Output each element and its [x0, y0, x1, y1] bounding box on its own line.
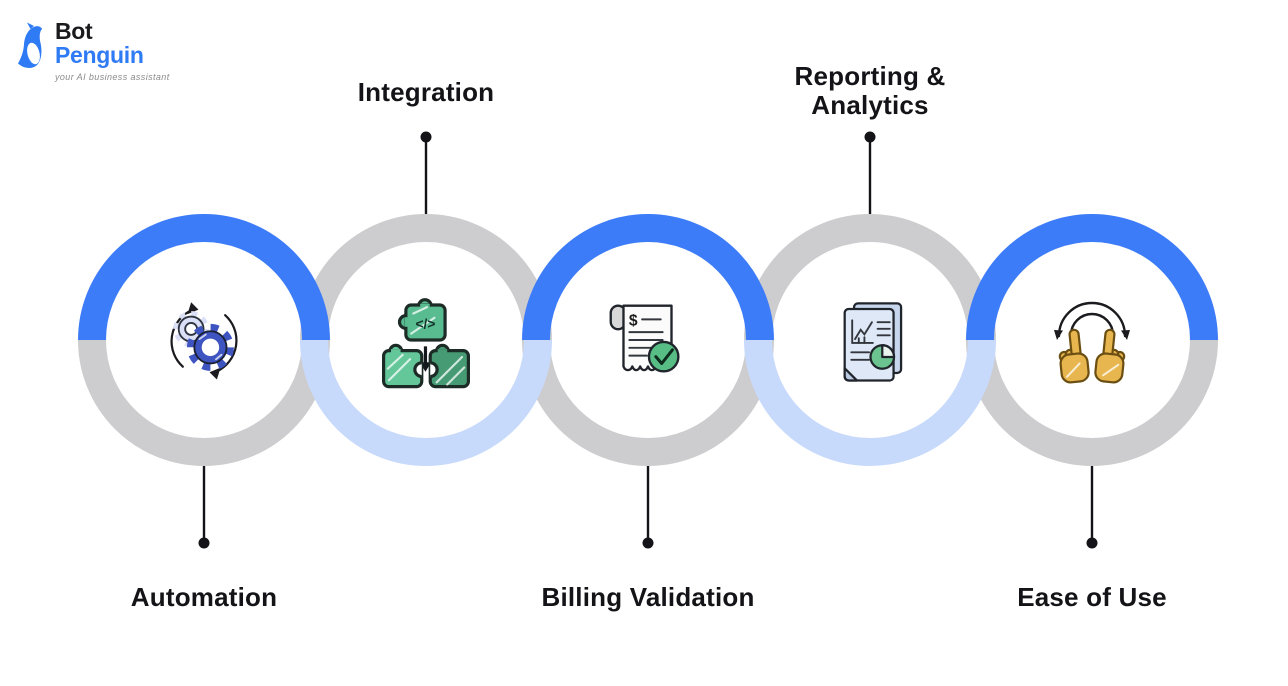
- ring-2-bottom-half: [300, 339, 552, 466]
- ring-5-bottom-half: [966, 339, 1218, 466]
- ring-1-top-half: [78, 214, 330, 341]
- dollar-glyph: $: [629, 312, 638, 329]
- ease-of-use-touch-hands-icon: [1054, 301, 1130, 384]
- connector-automation: [198, 466, 210, 549]
- ring-5-top-half: [966, 214, 1218, 341]
- ring-2-top-half: [300, 214, 552, 341]
- logo-penguin-text: Penguin: [55, 42, 144, 68]
- right-hand: [1094, 328, 1126, 384]
- integration-puzzle-icon: </>: [382, 298, 470, 389]
- ring-4-bottom-half: [744, 339, 996, 466]
- connector-ease-of-use: [1086, 466, 1098, 549]
- label-billing-validation: Billing Validation: [541, 582, 755, 612]
- automation-sync-gears-icon: [170, 302, 238, 380]
- connector-reporting-analytics: [864, 131, 876, 214]
- ring-3-bottom-half: [522, 339, 774, 466]
- ring-1-bottom-half: [78, 339, 330, 466]
- billing-receipt-check-icon: $: [609, 304, 680, 373]
- reporting-analytics-document-icon: [843, 302, 903, 382]
- ring-3-top-half: [522, 214, 774, 341]
- penguin-icon: [18, 22, 43, 68]
- botpenguin-logo: Bot Penguin your AI business assistant: [14, 20, 170, 82]
- left-hand: [1058, 328, 1090, 384]
- label-automation: Automation: [130, 582, 278, 612]
- logo-tagline: your AI business assistant: [55, 72, 170, 82]
- label-ease-of-use: Ease of Use: [1017, 582, 1167, 612]
- connector-integration: [420, 131, 432, 214]
- connector-billing-validation: [642, 466, 654, 549]
- code-glyph: </>: [416, 316, 436, 331]
- label-reporting-analytics: Reporting & Analytics: [794, 61, 946, 120]
- label-integration: Integration: [357, 77, 495, 107]
- logo-bot-text: Bot: [55, 18, 93, 44]
- ring-4-top-half: [744, 214, 996, 341]
